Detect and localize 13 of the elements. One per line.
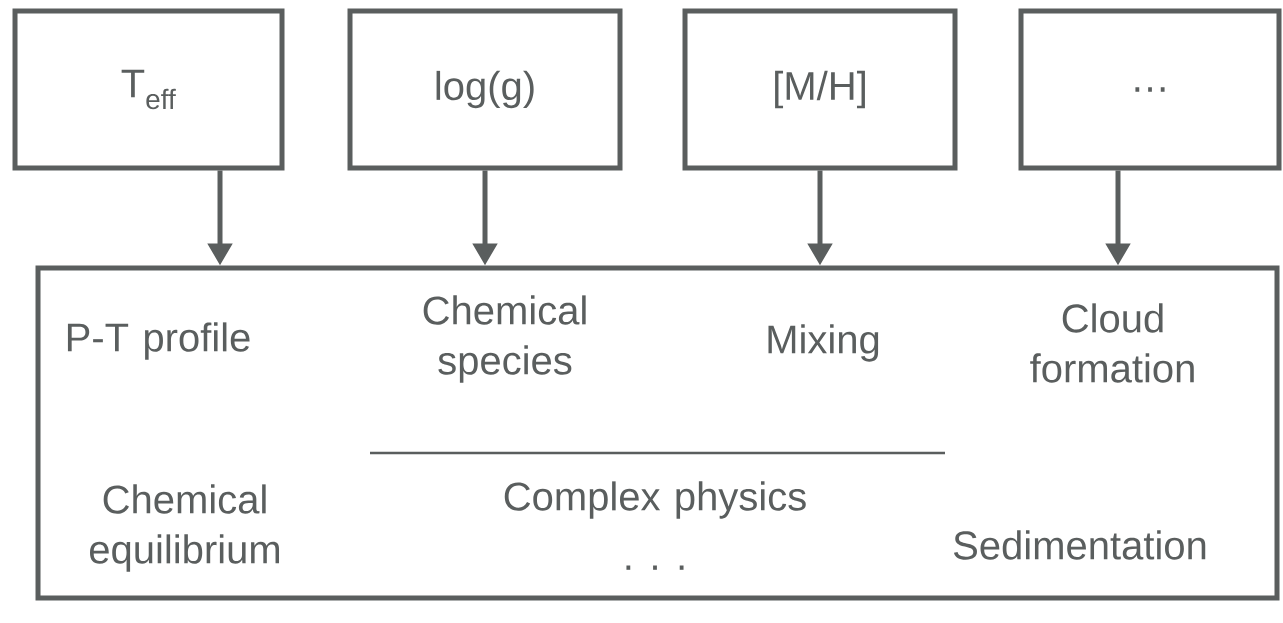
parameter-box: log(g) [347, 8, 623, 171]
box-text: P-T profile [67, 322, 250, 360]
parameter-box: T$_{eff}$ [12, 8, 285, 171]
box-text: Sedimentation [953, 530, 1206, 560]
box-text: Mixing [768, 324, 879, 362]
box-text: Chemical equilibrium [90, 484, 279, 572]
box-text: Complex physics [504, 481, 806, 519]
box-text: Cloud formation [1030, 303, 1194, 383]
model-box [35, 265, 1280, 601]
box-text: Chemical species [423, 295, 586, 383]
parameter-box: … [1018, 8, 1282, 171]
parameter-box: [M/H] [682, 8, 958, 171]
box-text: · · · [626, 565, 684, 570]
